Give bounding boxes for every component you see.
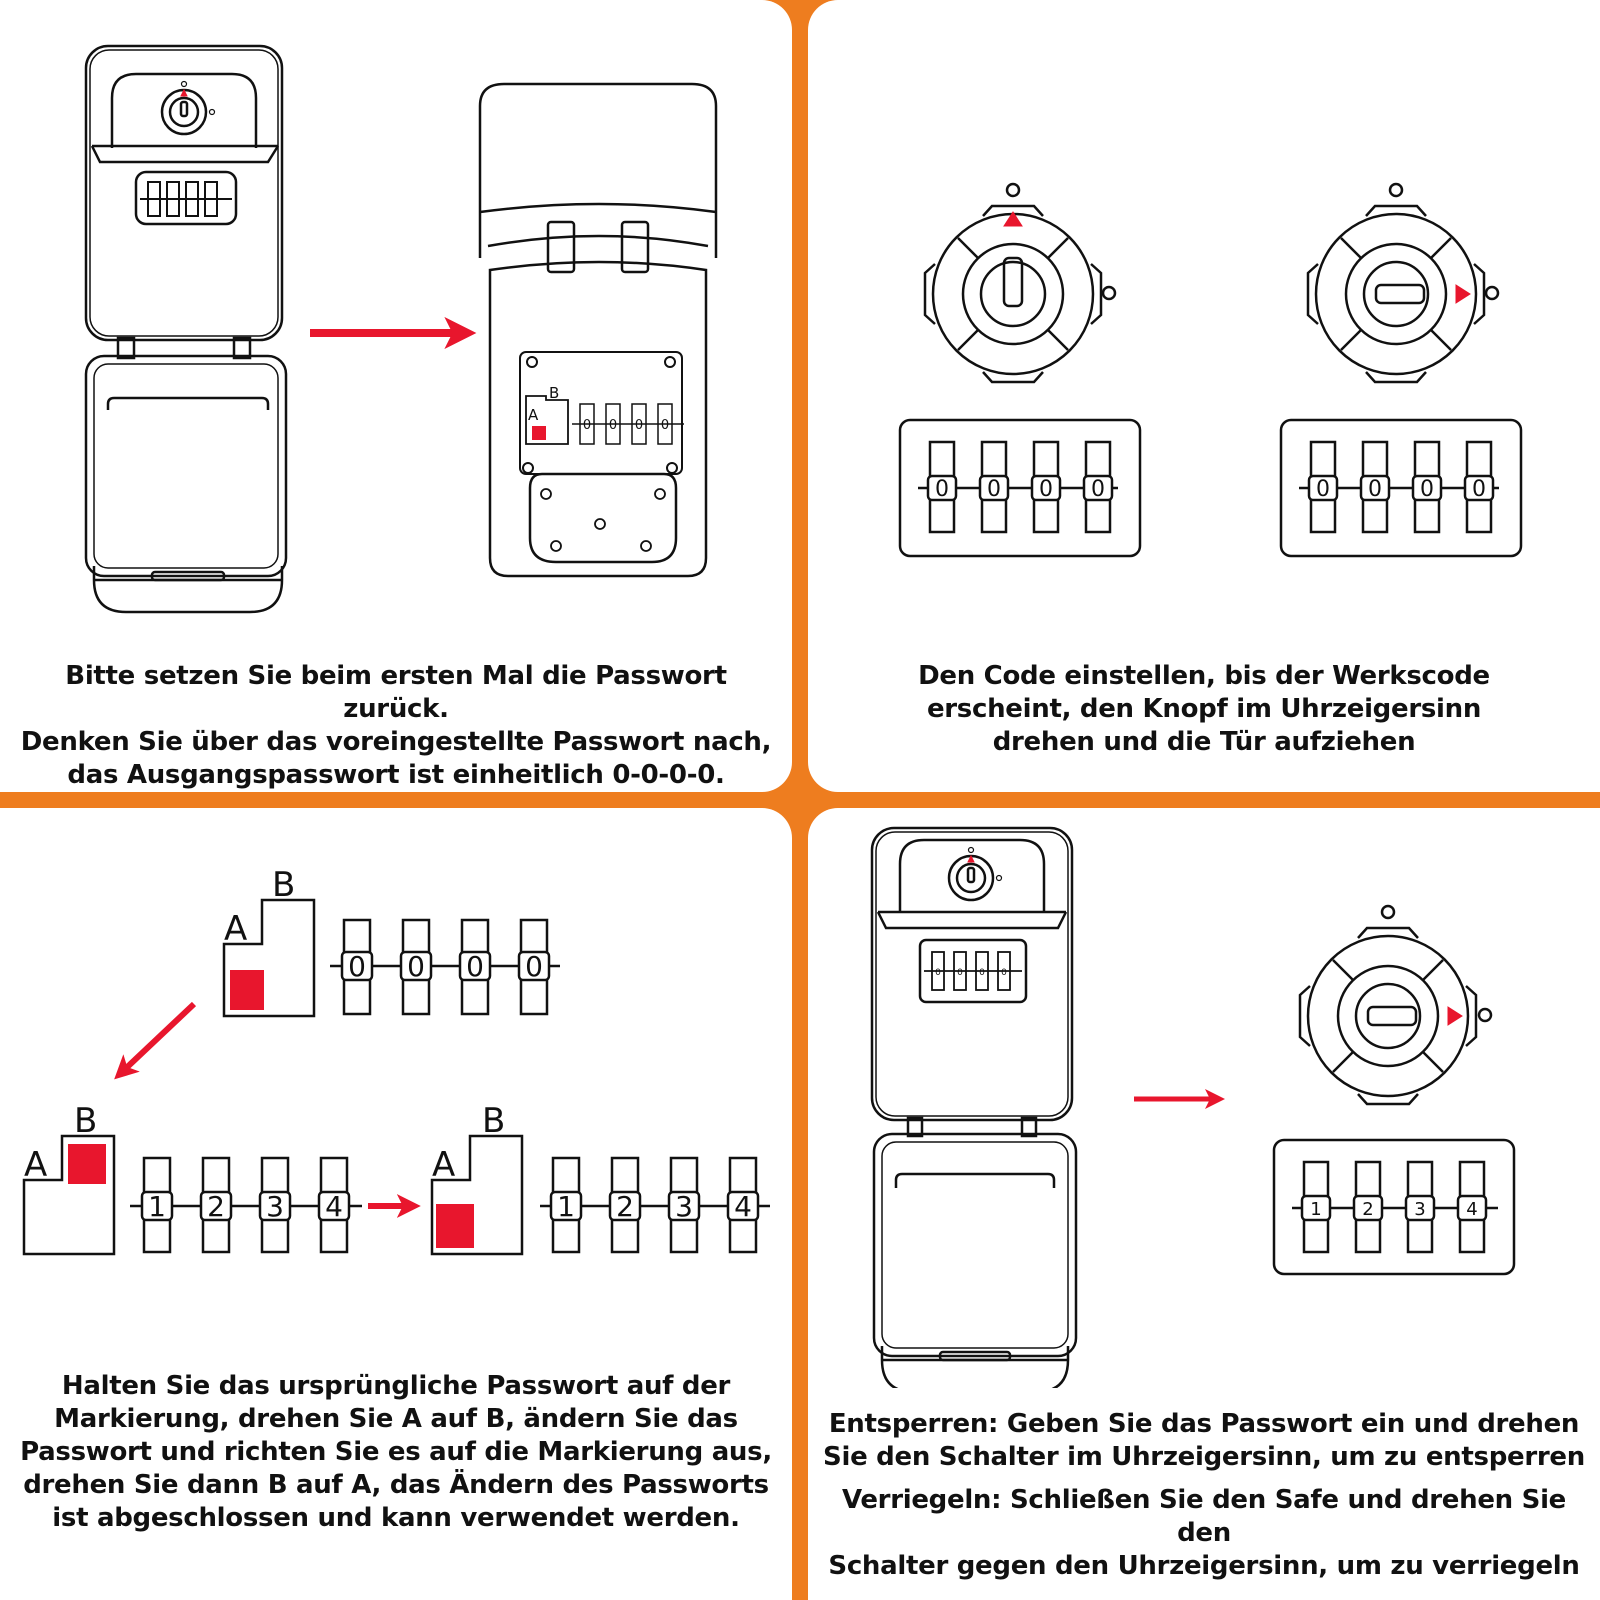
dial-digit: 4 (734, 1190, 752, 1223)
closed-lockbox (84, 44, 288, 614)
dial-digit: 0 (635, 418, 643, 433)
label-b: B (549, 384, 559, 402)
dial-strip-initial (330, 918, 560, 1016)
step-3-caption: Halten Sie das ursprüngliche Passwort au… (20, 1371, 772, 1533)
dial-digit: 0 (583, 418, 591, 433)
dial-box-right (1279, 418, 1523, 558)
dial-digit: 0 (609, 418, 617, 433)
dial-digit: 0 (935, 968, 941, 978)
dial-strip (572, 403, 684, 445)
label-b: B (482, 1101, 505, 1141)
knob-unlocked-icon (1298, 904, 1493, 1106)
dial-digit: 0 (1472, 477, 1486, 502)
step-4-illustration: 0 0 0 0 (870, 826, 1516, 1388)
step-4-panel: 0 0 0 0 (808, 808, 1600, 1600)
dial-digit: 0 (979, 968, 985, 978)
red-marker (230, 970, 264, 1010)
step-3-panel: B A 0 0 0 0 B A (0, 808, 792, 1600)
label-b: B (74, 1101, 97, 1141)
dial-digit: 3 (1414, 1199, 1425, 1220)
dial-digit: 0 (661, 418, 669, 433)
dial-strip-changed-2 (540, 1156, 770, 1254)
dial-strip-changed-1 (130, 1156, 362, 1254)
lock-caption: Verriegeln: Schließen Sie den Safe und d… (828, 1485, 1580, 1581)
label-a: A (528, 406, 539, 424)
step-1-caption: Bitte setzen Sie beim ersten Mal die Pas… (20, 661, 772, 790)
dial-digit: 0 (987, 477, 1001, 502)
lockbox-front (870, 826, 1078, 1388)
dial-digit: 0 (1316, 477, 1330, 502)
unlock-caption: Entsperren: Geben Sie das Passwort ein u… (823, 1409, 1585, 1472)
dial-digit: 1 (148, 1190, 166, 1223)
dial-digit: 0 (348, 950, 366, 983)
dial-digit: 0 (1039, 477, 1053, 502)
dial-digit: 0 (407, 950, 425, 983)
dial-digit: 0 (1091, 477, 1105, 502)
dial-digit: 2 (616, 1190, 634, 1223)
step-2-illustration: 0 0 0 0 0 0 0 0 (898, 182, 1523, 558)
step-arrow-diagonal (114, 1001, 197, 1080)
dial-digit: 1 (557, 1190, 575, 1223)
dial-box-left (898, 418, 1142, 558)
ab-selector-top (222, 898, 316, 1018)
step-1-illustration: B A 0 0 0 0 (84, 44, 718, 614)
dial-digit: 0 (935, 477, 949, 502)
dial-digit: 0 (957, 968, 963, 978)
dial-digit: 0 (525, 950, 543, 983)
dial-digit: 0 (1001, 968, 1007, 978)
red-marker (436, 1204, 474, 1248)
dial-digit: 3 (266, 1190, 284, 1223)
label-a: A (24, 1145, 47, 1185)
red-marker (68, 1144, 106, 1184)
dial-digit: 2 (207, 1190, 225, 1223)
dial-digit: 1 (1310, 1199, 1321, 1220)
ab-selector-a (430, 1134, 524, 1256)
step-2-panel: 0 0 0 0 0 0 0 0 Den Code einstellen, bis… (808, 0, 1600, 792)
dial-digit: 3 (675, 1190, 693, 1223)
small-knob-icon (947, 846, 1003, 902)
small-dial-strip (140, 181, 232, 217)
dial-digit: 0 (1420, 477, 1434, 502)
ab-selector-b (22, 1134, 116, 1256)
step-3-illustration: B A 0 0 0 0 B A (22, 865, 770, 1256)
label-a: A (432, 1145, 455, 1185)
label-b: B (272, 865, 295, 905)
dial-digit: 4 (325, 1190, 343, 1223)
step-1-panel: B A 0 0 0 0 Bitte setzen Sie beim ersten… (0, 0, 792, 792)
open-lockbox (478, 82, 718, 578)
dial-digit: 0 (466, 950, 484, 983)
small-dial-strip (924, 951, 1022, 991)
step-2-caption: Den Code einstellen, bis der Werkscode e… (918, 661, 1490, 757)
small-knob-icon (160, 80, 216, 136)
dial-digit: 4 (1466, 1199, 1477, 1220)
dial-digit: 2 (1362, 1199, 1373, 1220)
dial-box (1272, 1138, 1516, 1276)
dial-digit: 0 (1368, 477, 1382, 502)
red-marker (532, 426, 546, 440)
label-a: A (224, 909, 247, 949)
knob-locked-icon (923, 182, 1117, 384)
knob-unlocked-icon (1306, 182, 1500, 384)
